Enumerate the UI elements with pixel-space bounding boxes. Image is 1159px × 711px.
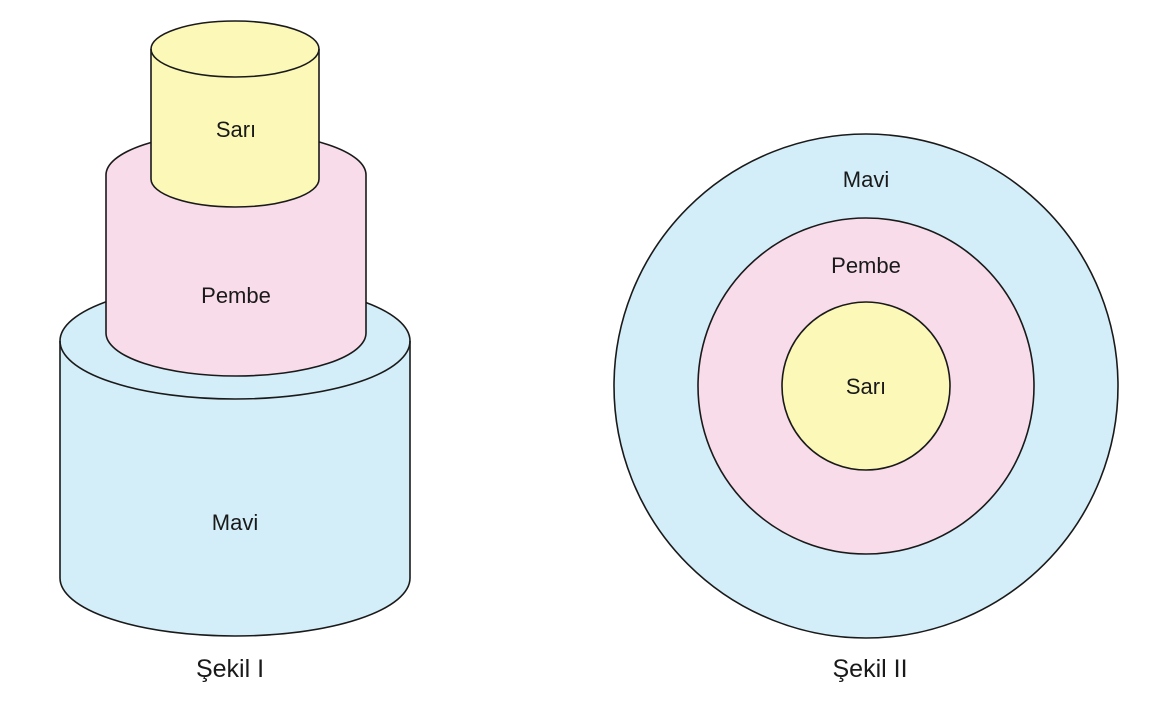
cylinder-top-rim xyxy=(150,48,320,78)
cylinder-top-sari: Sarı xyxy=(150,20,320,208)
cylinder-bottom-rim xyxy=(59,340,411,400)
cylinder-bottom-mavi: Mavi xyxy=(59,282,411,637)
ring-outer-label: Mavi xyxy=(843,167,889,192)
figure-2-concentric-circles: Mavi Pembe Sarı Şekil II xyxy=(613,133,1119,683)
cylinder-top-body xyxy=(150,20,320,208)
figure-1-caption: Şekil I xyxy=(196,655,264,683)
figure-1-stacked-cylinders: Mavi Pembe Sarı Şekil I xyxy=(59,20,411,683)
cylinder-bottom-label: Mavi xyxy=(212,510,258,535)
ring-middle-label: Pembe xyxy=(831,253,901,278)
cylinder-top-label: Sarı xyxy=(216,117,256,142)
ring-inner-sari xyxy=(781,301,951,471)
cylinder-middle-label: Pembe xyxy=(201,283,271,308)
ring-inner-label: Sarı xyxy=(846,374,886,399)
figure-2-caption: Şekil II xyxy=(832,655,907,683)
